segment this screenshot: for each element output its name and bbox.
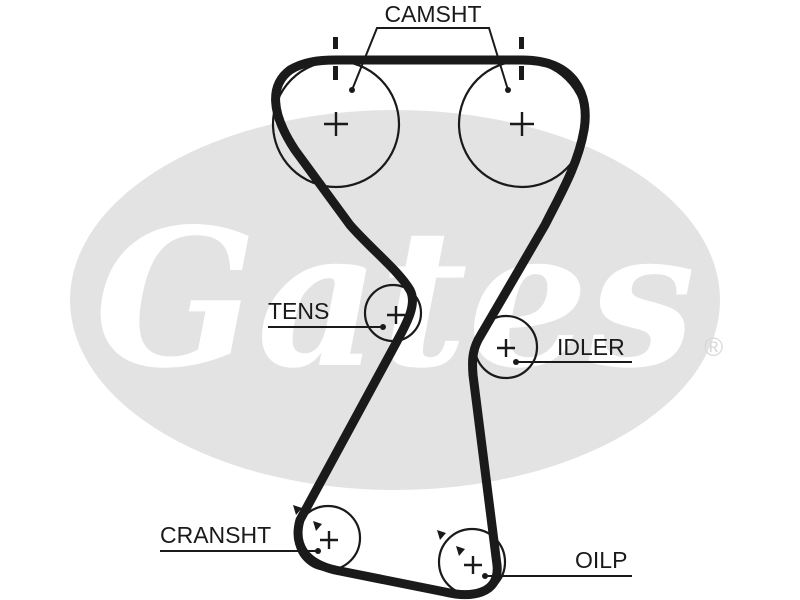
camshaft-right-leader-dot bbox=[505, 87, 511, 93]
registered-mark: ® bbox=[704, 332, 723, 362]
crankshaft-inner-arrow-icon bbox=[313, 521, 322, 531]
alignment-arrows bbox=[293, 505, 465, 556]
crankshaft-outer-arrow-icon bbox=[293, 505, 302, 515]
timing-mark-right-upper bbox=[519, 37, 524, 49]
tensioner-center-icon bbox=[387, 306, 405, 324]
timing-mark-left-upper bbox=[333, 37, 338, 49]
pulley-center-marks bbox=[320, 112, 534, 574]
tensioner-leader-dot bbox=[380, 324, 386, 330]
crankshaft-center-icon bbox=[320, 531, 338, 549]
gates-logo-watermark: Gates ® bbox=[70, 110, 723, 490]
idler-label: IDLER bbox=[557, 334, 625, 360]
oil-pump-label: OILP bbox=[575, 547, 627, 573]
oil-pump-center-icon bbox=[464, 556, 482, 574]
oil-pump-leader-dot bbox=[482, 573, 488, 579]
crankshaft-label: CRANSHT bbox=[160, 522, 271, 548]
oil-pump-outer-arrow-icon bbox=[437, 530, 446, 540]
camshaft-leader-line bbox=[351, 27, 509, 91]
oil-pump-inner-arrow-icon bbox=[456, 546, 465, 556]
camshaft-left-center-icon bbox=[324, 112, 348, 136]
timing-mark-right-lower bbox=[519, 66, 524, 80]
camshaft-right-center-icon bbox=[510, 112, 534, 136]
timing-marks bbox=[333, 37, 524, 80]
idler-center-icon bbox=[497, 339, 515, 357]
timing-belt bbox=[271, 55, 590, 599]
idler-leader-dot bbox=[513, 359, 519, 365]
camshaft-left-leader-dot bbox=[349, 87, 355, 93]
logo-text: Gates bbox=[95, 187, 696, 410]
crankshaft-leader-dot bbox=[315, 548, 321, 554]
camshaft-label: CAMSHT bbox=[384, 1, 481, 27]
timing-mark-left-lower bbox=[333, 66, 338, 80]
tensioner-label: TENS bbox=[268, 298, 329, 324]
